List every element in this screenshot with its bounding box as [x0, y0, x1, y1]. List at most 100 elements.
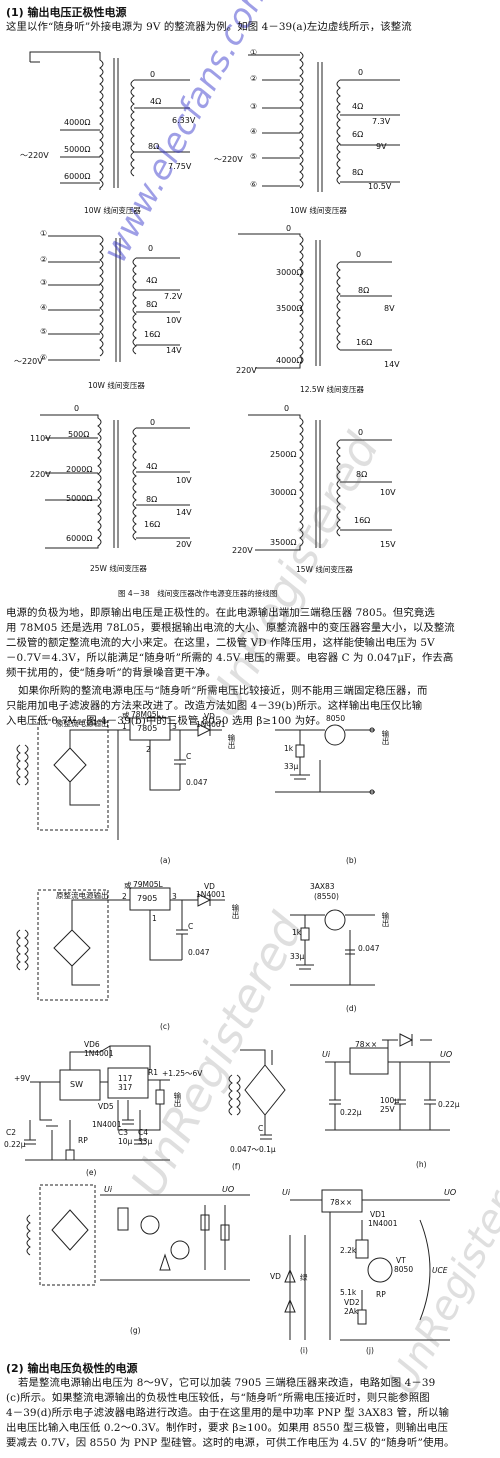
t5-tap-2000: 2000Ω [66, 465, 93, 474]
paragraph-1-line: 用 78M05 还是选用 78L05，要根据输出电流的大小、原整流器中的变压器容… [6, 622, 455, 634]
circuit-g-uo: UO [222, 1185, 235, 1194]
t1-caption: 10W 线间变压器 [84, 206, 141, 215]
t2-pin-6: ⑥ [250, 180, 258, 189]
t3-right-16ohm: 16Ω [144, 330, 161, 339]
t4-input-220v: 220V [236, 366, 257, 375]
circuit-j-vt-part: 8050 [394, 1265, 414, 1274]
circuit-b-cap: 33μ [284, 762, 299, 771]
circuit-c-diode: VD [204, 882, 215, 891]
circuit-e-r1: R1 [148, 1068, 158, 1077]
circuit-e-c3: C3 [118, 1128, 129, 1137]
t6-tap-0: 0 [284, 404, 290, 413]
circuit-e-c2-val: 0.22μ [4, 1140, 26, 1149]
circuit-i-ic: 78×× [330, 1198, 353, 1207]
transformer-3-drawing [48, 235, 180, 362]
t6-input-220v: 220V [232, 546, 253, 555]
circuit-c-drawing [16, 887, 225, 1001]
circuit-a-diode: VD [204, 712, 215, 721]
circuit-e-vin: +9V [14, 1074, 31, 1083]
t6-tap-2500: 2500Ω [270, 450, 297, 459]
t5-right-4ohm: 4Ω [146, 462, 158, 471]
circuit-c-ic: 7905 [137, 894, 158, 903]
circuit-e-sw: SW [70, 1080, 83, 1089]
circuit-e-c4-val: 33μ [138, 1137, 153, 1146]
section-2-line: 4－39(d)所示电子滤波器电路进行改造。由于在这里用的是中功率 PNP 型 3… [6, 1407, 450, 1419]
circuit-e-vd5-part: 1N4001 [92, 1120, 122, 1129]
t1-tap-6000: 6000Ω [64, 172, 91, 181]
paragraph-1-line: 电源的负极为地，即原输出电压是正极性的。在此电源输出端加三端稳压器 7805。但… [6, 607, 435, 619]
circuit-b-res: 1k [284, 744, 294, 753]
t4-right-8v: 8V [384, 304, 395, 313]
circuit-h-c2v: 25V [380, 1105, 395, 1114]
t3-pin-1: ① [40, 229, 48, 238]
t2-pin-5: ⑤ [250, 152, 258, 161]
circuit-i-mark: 绿 [300, 1273, 308, 1282]
paragraph-2-line: 如果你所购的整流电源电压与“随身听”所需电压比较接近，则不能用三端固定稳压器，而 [18, 685, 428, 697]
circuit-a-cap: C [186, 752, 192, 761]
t5-tap-6000: 6000Ω [66, 534, 93, 543]
circuit-j-label: (j) [366, 1346, 374, 1355]
circuit-i-vd: VD [270, 1272, 281, 1281]
circuit-a-pin-1: 1 [122, 722, 127, 731]
figure-4-38-caption: 图 4－38 线间变压器改作电源变压器的接线图 [118, 589, 278, 598]
t5-tap-220v: 220V [30, 470, 51, 479]
t3-pin-6: ⑥ [40, 353, 48, 362]
circuit-e-vd5: VD5 [98, 1102, 114, 1111]
t6-right-15v: 15V [380, 540, 396, 549]
circuit-j-vt: VT [396, 1256, 406, 1265]
circuit-b-label: (b) [346, 856, 357, 865]
circuit-d-cap2: 0.047 [358, 944, 380, 953]
circuit-a-ic: 7805 [137, 724, 158, 733]
circuit-c-pin-1: 1 [152, 914, 157, 923]
circuit-f-cap: C [258, 1124, 264, 1133]
circuit-h-uo: UO [440, 1050, 453, 1059]
paragraph-1-line: －0.7V＝4.3V，所以能满足“随身听”所需的 4.5V 电压的需要。电容器 … [6, 652, 454, 664]
paragraph-2-line: 入电压低 0.7V。图 4－39(b)中的三极管 8050 选用 β≥100 为… [6, 715, 327, 727]
circuit-c-pin-2: 2 [122, 892, 127, 901]
circuit-f-cap-val: 0.047～0.1μ [230, 1145, 276, 1154]
section-2-line: 要减去 0.7V，因 8550 为 PNP 型硅管。这时的电源，可供工作电压为 … [6, 1437, 455, 1449]
circuit-d-label: (d) [346, 1004, 357, 1013]
t2-right-8ohm: 8Ω [352, 168, 364, 177]
circuit-d-output: 输出 [381, 912, 390, 927]
circuit-b-transistor: 8050 [326, 714, 346, 723]
circuit-j-r2: 5.1k [340, 1288, 357, 1297]
t3-right-4ohm: 4Ω [146, 276, 158, 285]
t6-right-0: 0 [358, 428, 364, 437]
t2-pin-3: ③ [250, 102, 258, 111]
t2-right-9v: 9V [376, 142, 387, 151]
t6-right-8ohm: 8Ω [356, 470, 368, 479]
circuit-c-label: (c) [160, 1022, 170, 1031]
t3-right-8ohm: 8Ω [146, 300, 158, 309]
circuit-a-source: 原整流电源输出 [56, 719, 109, 728]
t6-right-10v: 10V [380, 488, 396, 497]
t1-input: ～220V [20, 151, 49, 160]
t4-right-14v: 14V [384, 360, 400, 369]
t3-pin-4: ④ [40, 303, 48, 312]
section-1-intro: 这里以作“随身听”外接电源为 9V 的整流器为例。如图 4－39(a)左边虚线所… [6, 21, 412, 33]
circuit-j-uce: UCE [432, 1266, 448, 1275]
circuit-d-transistor: 3AX83 [310, 882, 335, 891]
circuit-e-c4: C4 [138, 1128, 149, 1137]
circuit-a-drawing [16, 717, 222, 840]
t2-input: ～220V [214, 155, 243, 164]
t2-right-0: 0 [358, 68, 364, 77]
t2-right-6ohm: 6Ω [352, 130, 364, 139]
t5-right-10v: 10V [176, 476, 192, 485]
t4-tap-4000: 4000Ω [276, 356, 303, 365]
circuit-h-label: (h) [416, 1160, 427, 1169]
t5-right-8ohm: 8Ω [146, 495, 158, 504]
section-1-heading: (1) 输出电压正极性电源 [6, 6, 127, 19]
circuit-h-ui: Ui [322, 1050, 331, 1059]
transformer-5-drawing [40, 414, 190, 549]
t2-pin-4: ④ [250, 127, 258, 136]
t4-tap-0: 0 [286, 224, 292, 233]
circuit-a-reg-prefix: 或 [122, 711, 130, 720]
t6-tap-3000: 3000Ω [270, 488, 297, 497]
t4-right-0: 0 [356, 250, 362, 259]
t4-right-16ohm: 16Ω [356, 338, 373, 347]
t3-right-7.2v: 7.2V [164, 292, 183, 301]
circuit-e-label: (e) [86, 1168, 97, 1177]
t1-right-6.33v: 6.33V [172, 116, 196, 125]
